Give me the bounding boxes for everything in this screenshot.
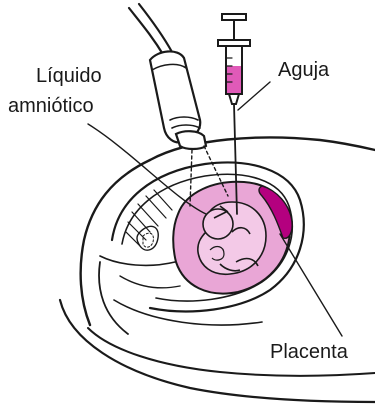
label-amniotico: amniótico bbox=[8, 95, 94, 117]
fetus-icon bbox=[198, 202, 266, 274]
label-placenta: Placenta bbox=[270, 341, 349, 363]
label-aguja: Aguja bbox=[278, 59, 330, 81]
label-liquido: Líquido bbox=[36, 65, 102, 87]
